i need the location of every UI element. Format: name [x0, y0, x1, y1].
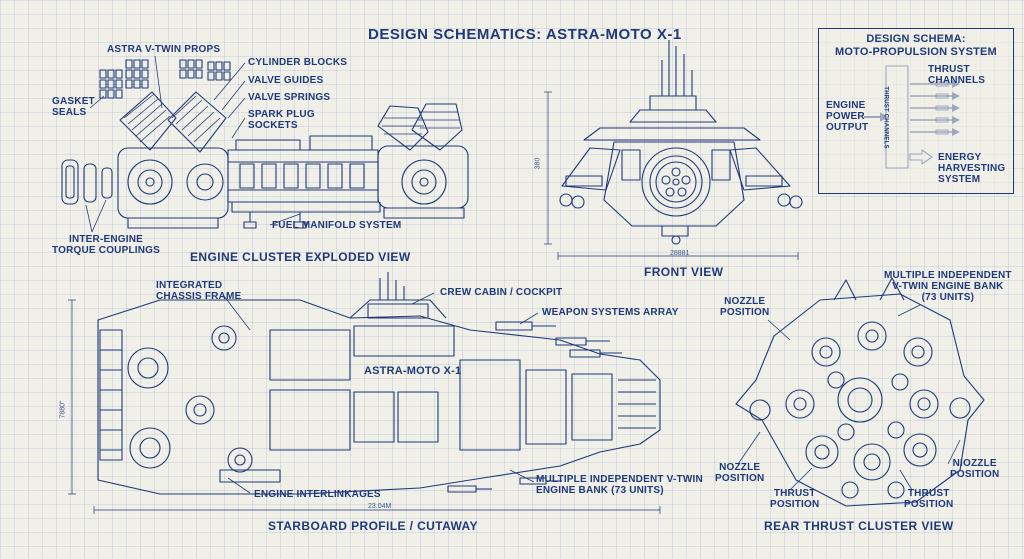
- label-weapon-systems: WEAPON SYSTEMS ARRAY: [542, 307, 679, 318]
- label-valve-springs: VALVE SPRINGS: [248, 92, 331, 103]
- torque-coupling-rings: [61, 159, 113, 205]
- label-integrated-chassis: INTEGRATED CHASSIS FRAME: [156, 280, 242, 302]
- section-title-front-view: FRONT VIEW: [644, 265, 724, 279]
- profile-dim-height: 7880": [59, 400, 67, 419]
- schema-energy-harvesting: ENERGY HARVESTING SYSTEM: [938, 152, 1006, 185]
- front-view-drawing: [544, 40, 803, 260]
- label-gasket-seals: GASKET SEALS: [52, 96, 95, 118]
- front-dim-width: 28881: [670, 250, 690, 257]
- engine-cluster-drawing: [61, 55, 469, 233]
- label-nozzle-position-left: NOZZLE POSITION: [715, 462, 765, 484]
- label-torque-couplings: INTER-ENGINE TORQUE COUPLINGS: [52, 234, 161, 256]
- fuel-manifold-section: [227, 135, 381, 229]
- section-title-rear-thrust: REAR THRUST CLUSTER VIEW: [764, 519, 954, 533]
- starboard-profile-drawing: [68, 272, 661, 514]
- rear-thrust-cluster-drawing: [735, 277, 985, 507]
- engine-leader-lines: [85, 55, 301, 233]
- right-v-twin-engine: [377, 103, 469, 219]
- schema-thrust-channels: THRUST CHANNELS: [928, 64, 986, 86]
- label-fuel-manifold: FUEL MANIFOLD SYSTEM: [272, 220, 402, 231]
- section-title-starboard-profile: STARBOARD PROFILE / CUTAWAY: [268, 519, 478, 533]
- schema-panel: [818, 28, 1014, 194]
- astra-props-parts: [99, 59, 231, 99]
- schema-title: DESIGN SCHEMA: MOTO-PROPULSION SYSTEM: [835, 33, 997, 58]
- schema-thrust-channels-column: THRUST CHANNELS: [882, 86, 889, 149]
- page-title: DESIGN SCHEMATICS: ASTRA-MOTO X-1: [368, 26, 682, 43]
- label-thrust-position-right: THRUST POSITION: [904, 488, 954, 510]
- label-valve-guides: VALVE GUIDES: [248, 75, 324, 86]
- label-nozzle-position-right: NIOZZLE POSITION: [950, 458, 1000, 480]
- label-nozzle-position-top: NOZZLE POSITION: [720, 296, 770, 318]
- label-engine-interlinkages: ENGINE INTERLINKAGES: [254, 489, 381, 500]
- label-thrust-position-left: THRUST POSITION: [770, 488, 820, 510]
- label-profile-engine-bank: MULTIPLE INDEPENDENT V-TWIN ENGINE BANK …: [536, 474, 703, 496]
- label-rear-engine-bank: MULTIPLE INDEPENDENT V-TWIN ENGINE BANK …: [884, 270, 1012, 303]
- label-crew-cabin: CREW CABIN / COCKPIT: [440, 287, 563, 298]
- section-title-engine-cluster: ENGINE CLUSTER EXPLODED VIEW: [190, 250, 411, 264]
- label-cylinder-blocks: CYLINDER BLOCKS: [248, 57, 348, 68]
- profile-name-plate: ASTRA-MOTO X-1: [364, 365, 462, 377]
- schema-engine-power-output: ENGINE POWER OUTPUT: [826, 100, 869, 133]
- front-dim-height: 380: [534, 157, 542, 170]
- profile-dim-length: 23.04M: [368, 503, 392, 510]
- label-spark-plug-sockets: SPARK PLUG SOCKETS: [248, 109, 315, 131]
- label-astra-props: ASTRA V-TWIN PROPS: [107, 44, 221, 55]
- left-v-twin-engine: [117, 91, 229, 229]
